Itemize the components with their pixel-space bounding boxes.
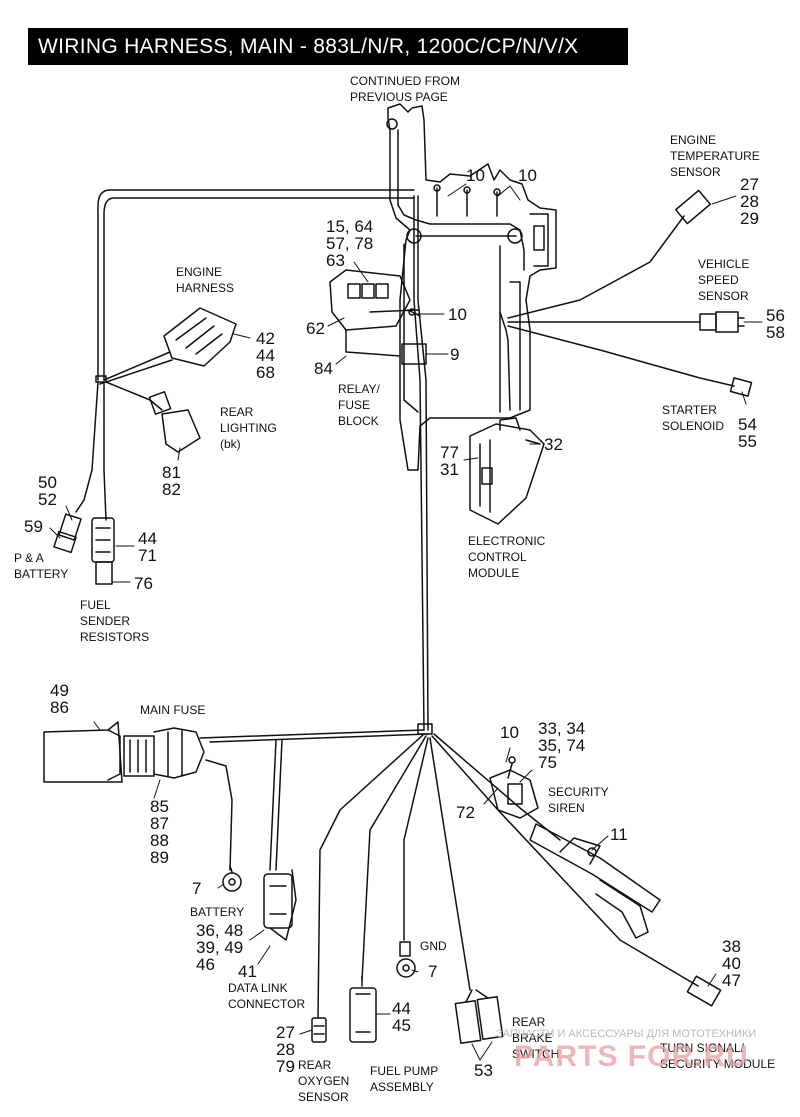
ecm-module [469, 417, 545, 525]
label-gnd: GND [420, 939, 447, 953]
label-engine-harness: ENGINE HARNESS [176, 265, 235, 295]
callout-7-b: 7 [428, 962, 438, 981]
callout-81-82: 81 82 [162, 463, 181, 499]
callout-11: 11 [610, 825, 628, 844]
callout-59: 59 [24, 517, 43, 536]
label-main-fuse: MAIN FUSE [140, 703, 206, 717]
callout-36-48-39-49-46: 36, 48 39, 49 46 [196, 921, 244, 974]
callout-84: 84 [314, 359, 333, 378]
callout-9: 9 [450, 345, 460, 364]
relay-fuse-block [329, 269, 427, 365]
callout-10-c: 10 [448, 305, 467, 324]
label-engine-temperature-sensor: ENGINE TEMPERATURE SENSOR [670, 133, 760, 179]
label-vehicle-speed-sensor: VEHICLE SPEED SENSOR [698, 257, 750, 303]
callout-32: 32 [544, 435, 563, 454]
watermark-text: ЗАПЧАСТИ И АКСЕССУАРЫ ДЛЯ МОТОТЕХНИКИ [496, 1028, 757, 1040]
page-title: WIRING HARNESS, MAIN - 883L/N/R, 1200C/C… [28, 28, 628, 65]
battery-terminal [222, 865, 242, 892]
callout-leaders [49, 183, 763, 1061]
rear-brake-switch-connectors [454, 989, 504, 1044]
callout-38-40-47: 38 40 47 [722, 937, 741, 990]
label-pa-battery: P & A BATTERY [14, 551, 69, 581]
engine-temp-sensor-connector [674, 189, 712, 225]
main-fuse-assembly [43, 721, 205, 783]
label-data-link-connector: DATA LINK CONNECTOR [228, 981, 306, 1011]
label-starter-solenoid: STARTER SOLENOID [662, 403, 725, 433]
callout-56-58: 56 58 [766, 306, 785, 342]
label-turn-signal-security-module: TURN SIGNAL/ SECURITY MODULE [660, 1041, 776, 1071]
label-relay-fuse-block: RELAY/ FUSE BLOCK [338, 382, 380, 428]
security-siren [489, 756, 539, 819]
callout-44-71: 44 71 [138, 529, 157, 565]
label-battery: BATTERY [190, 905, 245, 919]
callout-53: 53 [474, 1061, 493, 1080]
engine-harness-connector [163, 307, 237, 367]
callout-77-31: 77 31 [440, 443, 459, 479]
callout-49-86: 49 86 [50, 681, 69, 717]
rear-oxygen-connector [311, 1017, 327, 1043]
callout-27-28-29: 27 28 29 [740, 175, 759, 228]
data-link-connector [263, 869, 297, 941]
callout-85-87-88-89: 85 87 88 89 [150, 797, 169, 867]
lower-harness [199, 723, 699, 1019]
callout-10-a: 10 [466, 166, 485, 185]
callout-15-64-57-78-63: 15, 64 57, 78 63 [326, 217, 374, 270]
callout-10-d: 10 [500, 723, 519, 742]
label-security-siren: SECURITY SIREN [548, 785, 609, 815]
callout-7-a: 7 [192, 879, 202, 898]
turn-signal-module-connector [686, 975, 722, 1007]
callout-27-28-79: 27 28 79 [276, 1023, 295, 1076]
frame-bracket [386, 103, 557, 471]
callout-41: 41 [238, 962, 257, 981]
fuel-sender-connector [91, 517, 115, 585]
label-electronic-control-module: ELECTRONIC CONTROL MODULE [468, 534, 546, 580]
main-harness-trunk [75, 189, 735, 731]
label-rear-oxygen-sensor: REAR OXYGEN SENSOR [298, 1058, 350, 1104]
turn-signal-module-bracket [529, 823, 661, 939]
callout-33-34-35-74-75: 33, 34 35, 74 75 [538, 719, 586, 772]
pa-battery-connector [53, 513, 82, 554]
callout-62: 62 [306, 319, 325, 338]
label-fuel-pump-assembly: FUEL PUMP ASSEMBLY [370, 1064, 439, 1094]
label-fuel-sender-resistors: FUEL SENDER RESISTORS [80, 598, 150, 644]
vehicle-speed-sensor-connector [699, 311, 745, 333]
callout-76: 76 [134, 574, 153, 593]
label-rear-brake-switch: REAR BRAKE SWITCH [512, 1015, 560, 1061]
label-rear-lighting: REAR LIGHTING (bk) [220, 405, 277, 451]
rear-lighting-connector [148, 391, 201, 453]
starter-solenoid-connector [729, 377, 753, 397]
callout-10-b: 10 [518, 166, 537, 185]
label-continued-from-previous-page: CONTINUED FROM PREVIOUS PAGE [350, 74, 460, 104]
ground-terminal [396, 941, 416, 978]
callout-54-55: 54 55 [738, 415, 757, 451]
fuel-pump-connector [349, 975, 377, 1043]
callout-42-44-68: 42 44 68 [256, 329, 275, 382]
callout-72: 72 [456, 803, 475, 822]
callout-50-52: 50 52 [38, 473, 57, 509]
watermark-logo: PARTS FOR.RU [514, 1040, 749, 1073]
callout-44-45: 44 45 [392, 999, 411, 1035]
